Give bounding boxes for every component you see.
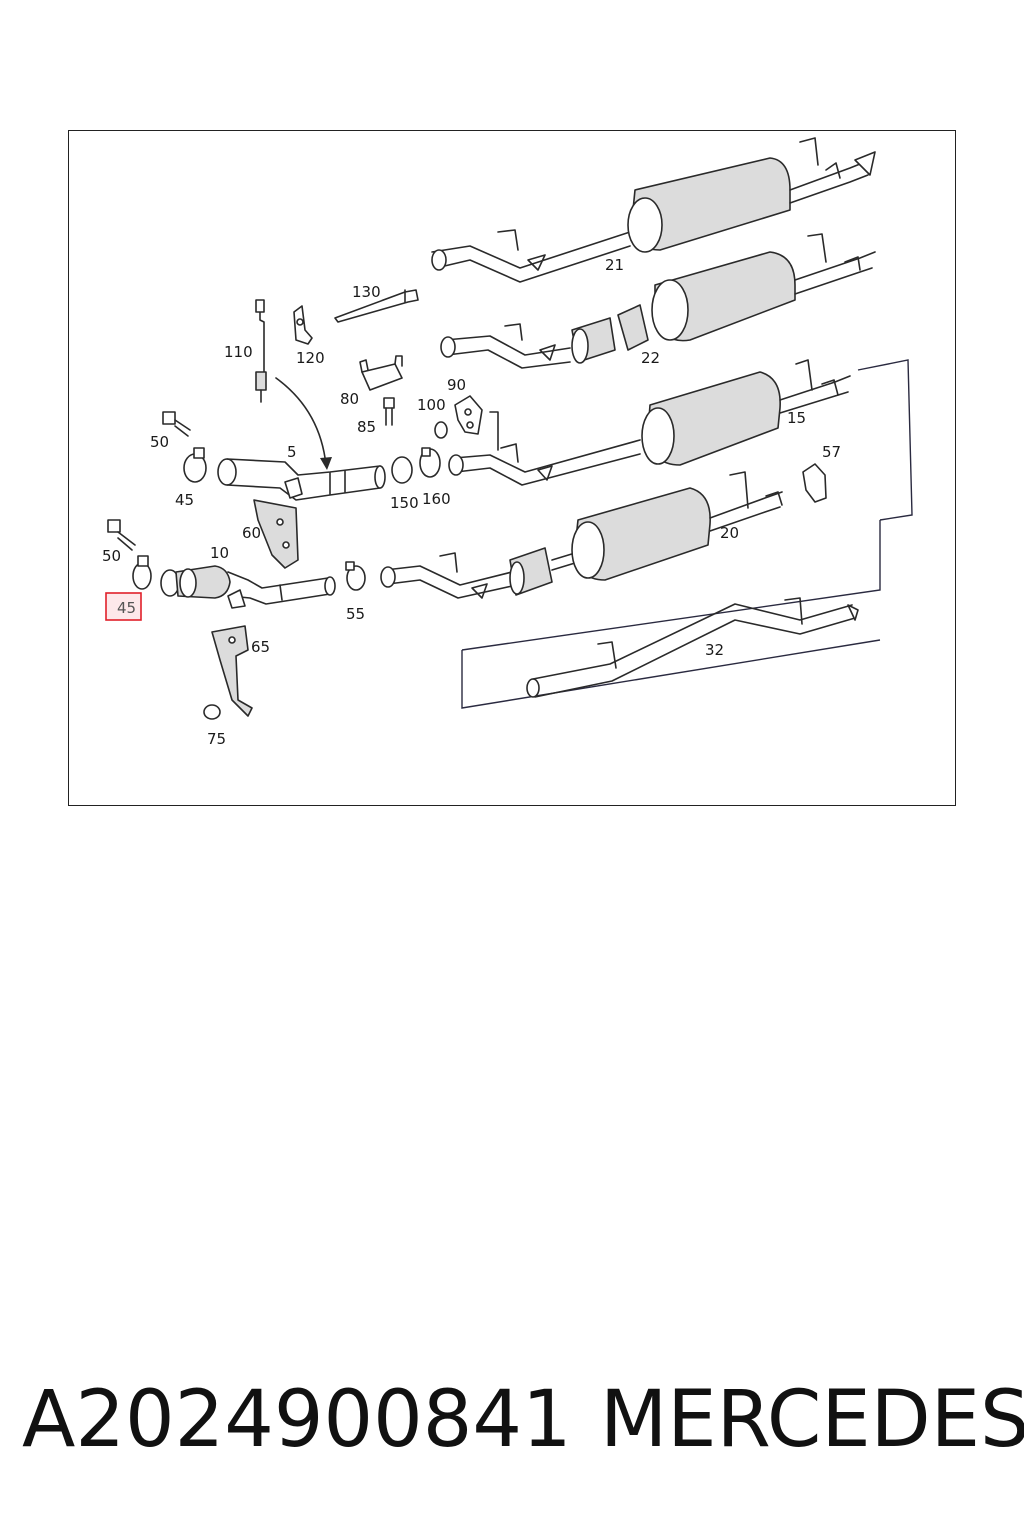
cable-tie-130	[334, 289, 419, 323]
muffler-assembly-21	[431, 137, 876, 283]
callout-32: 32	[705, 641, 724, 659]
group-bracket-line-lower	[461, 520, 881, 651]
callout-15: 15	[787, 409, 806, 427]
clamp-160	[419, 447, 441, 478]
callout-90: 90	[447, 376, 466, 394]
bolt-85	[383, 397, 395, 426]
pointer-arrow	[275, 377, 327, 466]
bolt-50-upper	[162, 411, 191, 437]
callout-10: 10	[210, 544, 229, 562]
pointer-arrowhead	[320, 457, 332, 470]
group-bracket-left	[461, 639, 881, 709]
callout-130: 130	[352, 283, 381, 301]
muffler-assembly-20	[380, 471, 783, 599]
bracket-60	[253, 499, 299, 569]
hanger-57	[802, 463, 827, 503]
muffler-assembly-22	[440, 233, 876, 369]
callout-5: 5	[287, 443, 297, 461]
callout-60: 60	[242, 524, 261, 542]
callout-55: 55	[346, 605, 365, 623]
muffler-assembly-15	[448, 359, 851, 486]
callout-20: 20	[720, 524, 739, 542]
callout-100: 100	[417, 396, 446, 414]
bolt-50-lower	[107, 519, 136, 551]
callout-50-upper: 50	[150, 433, 169, 451]
group-bracket-line	[857, 359, 913, 521]
callout-45-upper: 45	[175, 491, 194, 509]
bracket-80	[359, 355, 403, 391]
oxygen-sensor-110	[255, 299, 267, 403]
callout-80: 80	[340, 390, 359, 408]
bracket-120	[293, 305, 313, 345]
tail-pipe-32	[526, 597, 859, 698]
callout-85: 85	[357, 418, 376, 436]
nut-75	[203, 704, 221, 720]
callout-57: 57	[822, 443, 841, 461]
seal-ring-150	[391, 456, 413, 484]
clamp-55	[345, 561, 366, 591]
callout-65: 65	[251, 638, 270, 656]
clamp-45-lower	[132, 555, 152, 590]
callout-150: 150	[390, 494, 419, 512]
front-pipe-assembly-10	[160, 565, 336, 609]
nut-100	[434, 421, 448, 439]
callout-160: 160	[422, 490, 451, 508]
footer: A2024900841 MERCEDES	[0, 1370, 1024, 1470]
callout-50-lower: 50	[102, 547, 121, 565]
callout-75: 75	[207, 730, 226, 748]
highlight-box	[105, 592, 142, 621]
clamp-45-upper	[183, 447, 207, 483]
pipe-assembly-5	[217, 458, 386, 501]
bracket-65	[211, 625, 253, 717]
callout-110: 110	[224, 343, 253, 361]
callout-120: 120	[296, 349, 325, 367]
brand-name: MERCEDES	[600, 1375, 1024, 1465]
callout-45-highlighted: 45	[117, 599, 136, 617]
callout-22: 22	[641, 349, 660, 367]
callout-21: 21	[605, 256, 624, 274]
part-number: A2024900841	[22, 1375, 572, 1465]
rubber-hanger-90	[454, 395, 483, 435]
